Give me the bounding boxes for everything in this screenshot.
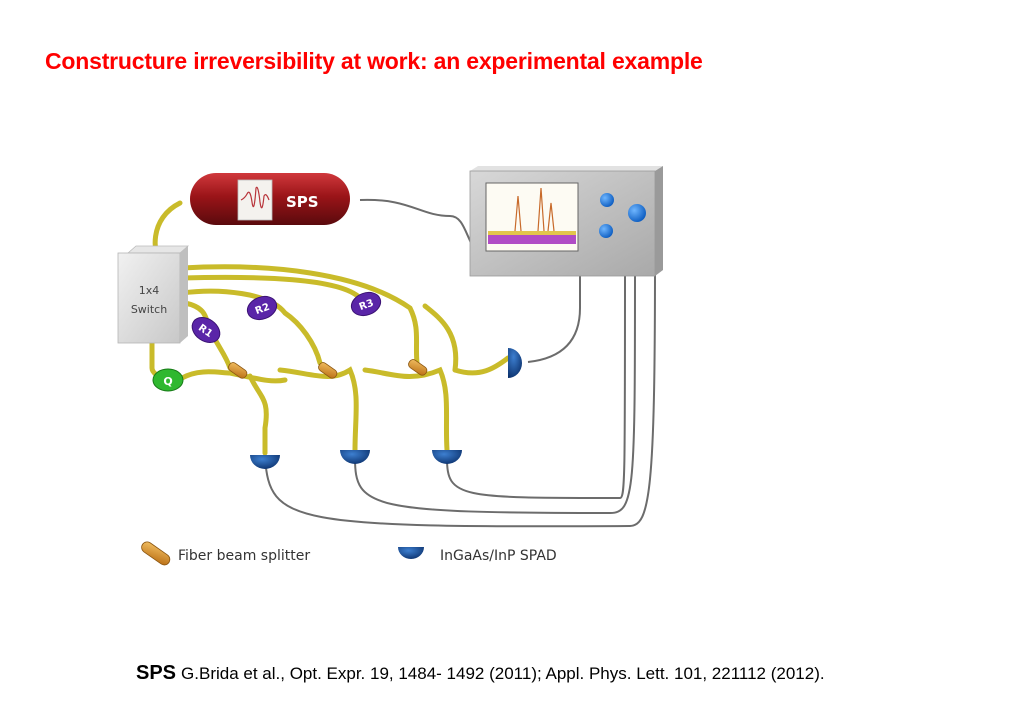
switch-label-switch: Switch — [131, 303, 167, 316]
legend-splitter-icon — [141, 541, 171, 566]
switch-label-1x4: 1x4 — [139, 284, 160, 297]
beam-splitter — [318, 362, 338, 379]
beam-splitter — [228, 362, 248, 379]
sps-source: SPS — [190, 173, 350, 225]
spad-detectors — [250, 348, 522, 469]
citation-tag: SPS — [136, 662, 177, 684]
qubit-r2: R2 — [246, 295, 278, 321]
qubit-r1: R1 — [191, 317, 221, 343]
slide-title: Constructure irreversibility at work: an… — [45, 48, 703, 74]
legend-spad-icon — [398, 547, 424, 559]
detector-cables — [264, 198, 656, 528]
oscilloscope-knob — [599, 224, 613, 238]
legend-spad-label: InGaAs/InP SPAD — [440, 548, 557, 564]
beam-splitter — [408, 359, 428, 376]
citation-text: G.Brida et al., Opt. Expr. 19, 1484- 149… — [181, 664, 825, 683]
beam-splitters — [228, 359, 428, 379]
qubit-r2-label: R2 — [254, 302, 272, 317]
spad-detector — [508, 348, 522, 378]
spad-detector — [250, 455, 280, 469]
experiment-diagram: SPS 1x4 Switch Q R1 R2 R3 — [117, 166, 663, 566]
spad-detector — [340, 450, 370, 464]
oscilloscope-knob — [628, 204, 646, 222]
oscilloscope — [469, 166, 663, 277]
legend: Fiber beam splitter InGaAs/InP SPAD — [141, 541, 557, 566]
qubit-q-label: Q — [163, 375, 172, 388]
qubit-q: Q — [152, 368, 184, 392]
switch-box: 1x4 Switch — [117, 245, 190, 344]
spad-detector — [432, 450, 462, 464]
qubit-r3-label: R3 — [358, 298, 376, 313]
qubit-r3: R3 — [350, 291, 382, 317]
legend-splitter-label: Fiber beam splitter — [178, 548, 310, 564]
oscilloscope-knob — [600, 193, 614, 207]
sps-source-label: SPS — [286, 193, 319, 211]
